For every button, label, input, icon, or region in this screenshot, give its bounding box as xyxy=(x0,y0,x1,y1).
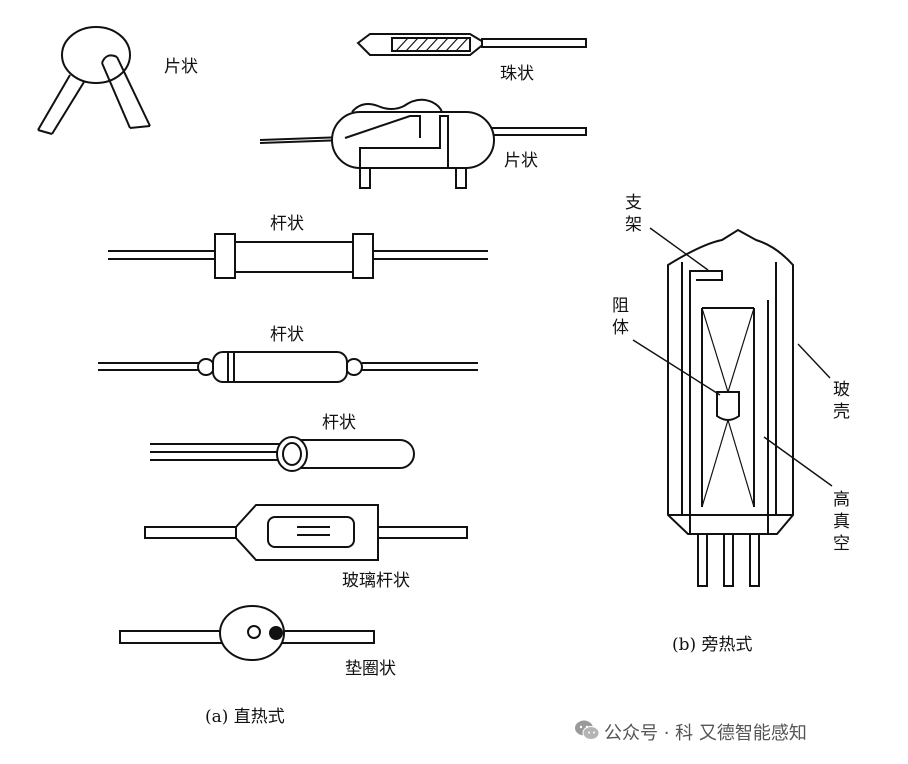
rod-thermistor-3 xyxy=(150,436,415,472)
watermark: 公众号 · 科 又德智能感知 xyxy=(574,716,894,746)
rod-thermistor-1 xyxy=(108,233,488,279)
indirect-heated-thermistor xyxy=(667,228,794,587)
bead-thermistor xyxy=(356,33,587,56)
label-vacuum-3: 空 xyxy=(833,534,850,554)
caption-direct-heated: (a) 直热式 xyxy=(205,707,285,727)
label-bead: 珠状 xyxy=(500,64,534,84)
washer-thermistor xyxy=(119,605,375,661)
label-rod-1: 杆状 xyxy=(270,214,304,234)
label-resistor-1: 阻 xyxy=(612,296,629,316)
chip-thermistor xyxy=(259,98,587,189)
label-rod-2: 杆状 xyxy=(270,325,304,345)
label-rod-3: 杆状 xyxy=(322,413,356,433)
label-washer: 垫圈状 xyxy=(345,659,396,679)
label-support-2: 架 xyxy=(625,215,642,235)
glass-rod-thermistor xyxy=(144,504,468,561)
label-glass-rod: 玻璃杆状 xyxy=(342,571,410,591)
label-glass-shell-1: 玻 xyxy=(833,380,850,400)
watermark-text: 公众号 · 科 又德智能感知 xyxy=(604,723,807,744)
label-resistor-2: 体 xyxy=(612,318,629,338)
rod-thermistor-2 xyxy=(98,351,478,383)
leader-lines xyxy=(632,227,833,487)
label-chip: 片状 xyxy=(504,151,538,171)
label-vacuum-2: 真 xyxy=(833,512,850,532)
label-support-1: 支 xyxy=(625,193,642,213)
caption-indirect-heated: (b) 旁热式 xyxy=(672,635,753,655)
disc-thermistor xyxy=(37,26,151,135)
label-disc: 片状 xyxy=(164,57,198,77)
label-glass-shell-2: 壳 xyxy=(833,402,850,422)
label-vacuum-1: 高 xyxy=(833,490,850,510)
wechat-icon xyxy=(575,720,600,740)
